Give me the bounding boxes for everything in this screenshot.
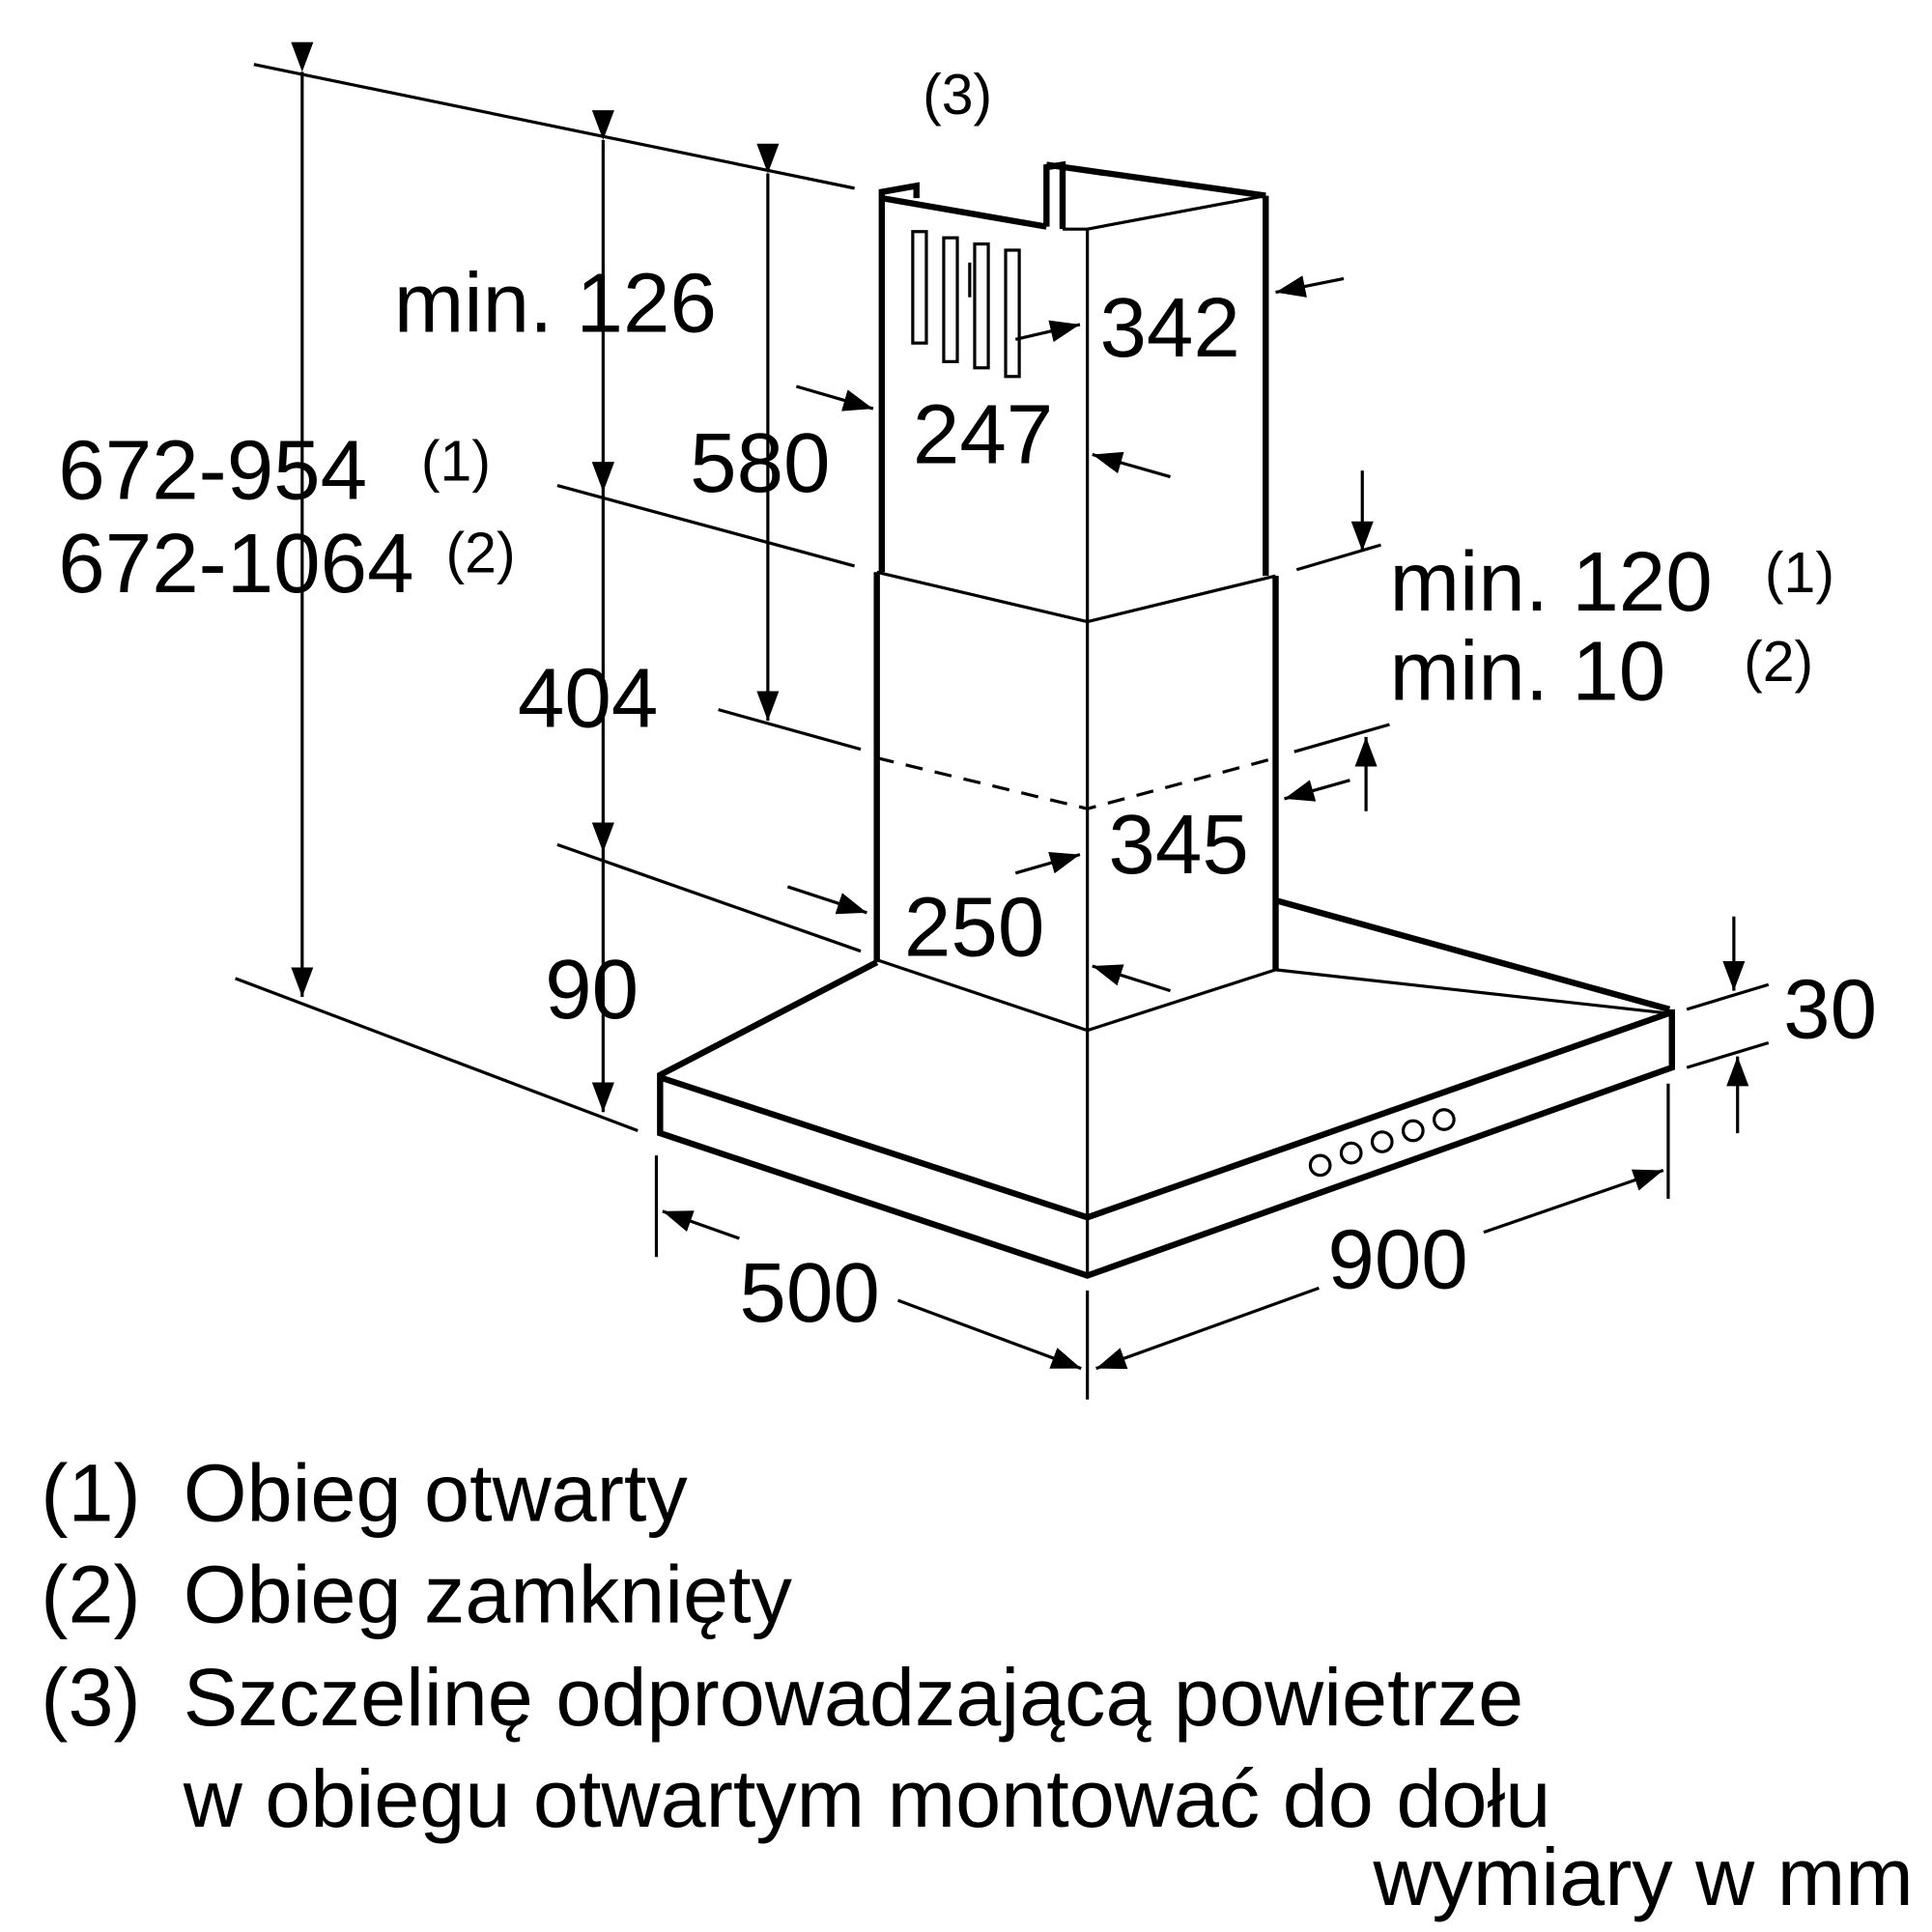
dimension-labels: (3) min. 126 672-954 (1) 672-1064 (2) 58… bbox=[58, 64, 1877, 1340]
legend-num: (3) bbox=[41, 1651, 140, 1743]
dimension-lines bbox=[235, 42, 1770, 1400]
note-min-10: (2) bbox=[1744, 631, 1813, 694]
label-90: 90 bbox=[545, 943, 639, 1037]
note-1: (1) bbox=[421, 430, 491, 493]
legend-text: w obiegu otwartym montować do dołu bbox=[183, 1752, 1551, 1844]
label-total-height: 672-954 bbox=[58, 424, 367, 518]
label-250: 250 bbox=[904, 881, 1044, 975]
label-min-120: min. 120 bbox=[1389, 535, 1712, 629]
legend-num: (1) bbox=[41, 1446, 140, 1538]
note-2: (2) bbox=[446, 522, 516, 584]
label-404: 404 bbox=[518, 652, 658, 746]
legend-text: Obieg zamknięty bbox=[184, 1548, 793, 1639]
label-580: 580 bbox=[690, 416, 830, 510]
legend-text: Szczelinę odprowadzającą powietrze bbox=[184, 1651, 1523, 1743]
label-min-126: min. 126 bbox=[394, 257, 717, 351]
label-247: 247 bbox=[913, 387, 1053, 481]
label-slot: (3) bbox=[923, 64, 992, 127]
hood-outline bbox=[657, 160, 1675, 1279]
label-500: 500 bbox=[739, 1246, 879, 1340]
legend-num: (2) bbox=[41, 1548, 140, 1639]
label-345: 345 bbox=[1108, 798, 1248, 892]
label-900: 900 bbox=[1327, 1212, 1467, 1306]
control-buttons bbox=[1308, 1108, 1456, 1178]
air-slots-icon bbox=[911, 230, 1021, 379]
legend: (1) Obieg otwarty (2) Obieg zamknięty (3… bbox=[41, 1446, 1913, 1921]
label-30: 30 bbox=[1783, 962, 1877, 1056]
legend-text: Obieg otwarty bbox=[184, 1446, 689, 1538]
label-342: 342 bbox=[1099, 281, 1239, 375]
units-note: wymiary w mm bbox=[1372, 1831, 1913, 1922]
label-total-height-alt: 672-1064 bbox=[58, 517, 413, 611]
note-min-120: (1) bbox=[1765, 542, 1834, 605]
label-min-10: min. 10 bbox=[1389, 624, 1665, 718]
